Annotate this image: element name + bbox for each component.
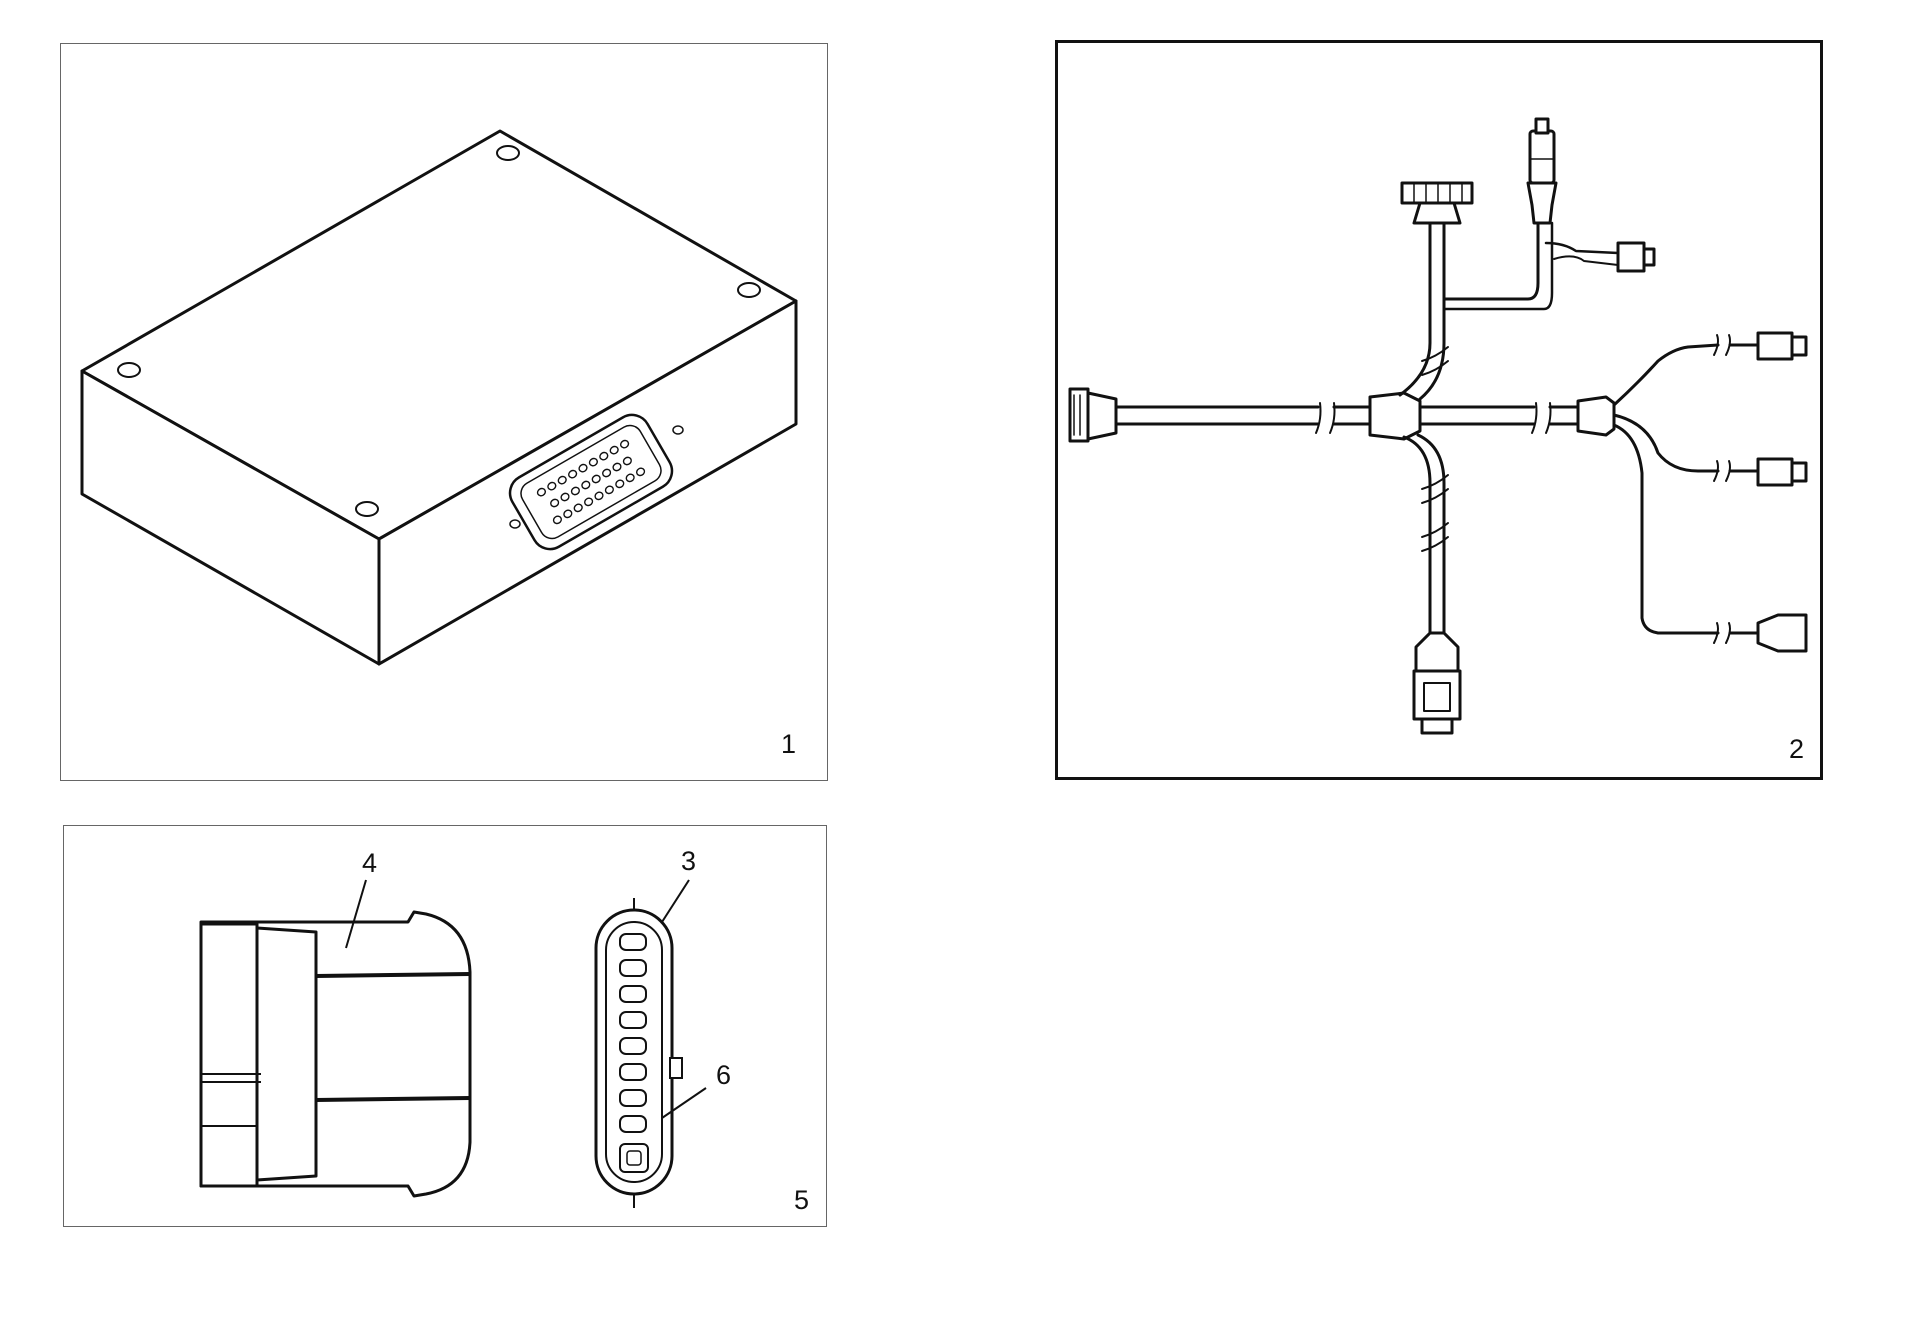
figure-number-1: 1 (781, 729, 797, 759)
connector-face-icon (594, 898, 683, 1208)
figure-panel-5: 4 3 6 5 (63, 825, 827, 1227)
callout-6: 6 (716, 1060, 732, 1090)
figure-panel-1: 1 (60, 43, 828, 781)
connector-illustration (199, 879, 707, 1208)
figure-number-2: 2 (1789, 734, 1805, 764)
wiring-harness-illustration (1068, 117, 1808, 735)
callout-3: 3 (681, 846, 697, 876)
callout-4: 4 (362, 848, 378, 878)
control-unit-illustration (80, 129, 798, 666)
figure-panel-2: 2 (1055, 40, 1823, 780)
figure-number-5: 5 (794, 1185, 810, 1215)
dsub-connector-icon (508, 413, 684, 551)
